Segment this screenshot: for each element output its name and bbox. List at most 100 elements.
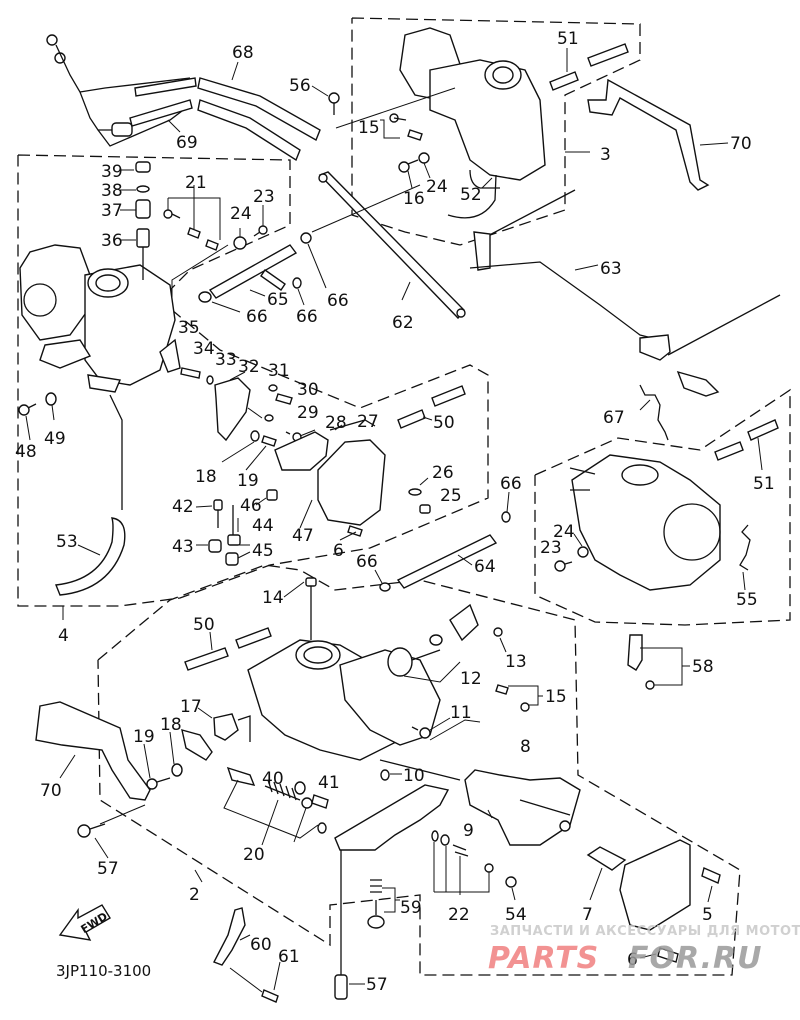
washer-49 xyxy=(45,392,57,406)
callout-69: 69 xyxy=(176,133,198,153)
leader-2 xyxy=(194,869,203,883)
watermark: ЗАПЧАСТИ И АКСЕССУАРЫ ДЛЯ МОТОТЕХНИКИ PA… xyxy=(488,924,800,976)
guide-line-24 xyxy=(171,244,229,300)
callout-27: 27 xyxy=(357,412,379,432)
callout-66: 66 xyxy=(296,307,318,327)
hoses-51-upper xyxy=(549,43,629,91)
callout-52: 52 xyxy=(460,185,482,205)
lever-58 xyxy=(627,634,655,690)
watermark-tagline: ЗАПЧАСТИ И АКСЕССУАРЫ ДЛЯ МОТОТЕХНИКИ xyxy=(490,924,800,939)
screw-11 xyxy=(411,726,431,739)
leader-6a xyxy=(339,531,357,541)
leader-24c xyxy=(573,533,583,547)
guide-line-66 xyxy=(311,184,421,233)
screw-15-upper xyxy=(389,113,423,141)
leader-49 xyxy=(51,404,55,421)
screw-56 xyxy=(328,92,340,115)
clip-66-right xyxy=(501,511,511,523)
bracket-70-upper xyxy=(587,78,710,191)
callout-41: 41 xyxy=(318,773,340,793)
leader-48 xyxy=(25,415,31,441)
screw-23-left xyxy=(253,225,268,237)
callout-labels: 68 69 56 51 70 15 3 24 16 52 39 38 37 36… xyxy=(15,29,775,995)
watermark-brand-right: FOR.RU xyxy=(628,941,763,976)
leader-18b xyxy=(169,731,175,765)
screw-57-bottom xyxy=(334,850,348,1000)
washer-31 xyxy=(268,384,278,392)
screw-6-lower xyxy=(657,947,679,963)
leader-54 xyxy=(511,887,516,901)
screws-18-19-upper xyxy=(250,430,277,447)
callout-14: 14 xyxy=(262,588,284,608)
cover-47 xyxy=(317,439,386,526)
callout-50: 50 xyxy=(433,413,455,433)
leader-56 xyxy=(311,85,329,97)
clips-66 xyxy=(198,232,312,303)
clip-66-mid xyxy=(379,582,391,592)
screw-23-right xyxy=(554,560,573,572)
callout-70: 70 xyxy=(730,134,752,154)
callout-50: 50 xyxy=(193,615,215,635)
washer-24-right xyxy=(577,546,589,558)
leader-16 xyxy=(407,170,413,189)
callout-2: 2 xyxy=(189,885,200,905)
screw-14 xyxy=(305,577,317,640)
callout-11: 11 xyxy=(450,703,472,723)
needle-8 xyxy=(379,759,461,781)
callout-23: 23 xyxy=(253,187,275,207)
bracket-59 xyxy=(382,887,400,913)
callout-15: 15 xyxy=(545,687,567,707)
callout-38: 38 xyxy=(101,181,123,201)
forward-direction-arrow-icon: FWD xyxy=(58,904,111,941)
leader-11 xyxy=(429,717,451,731)
callout-12: 12 xyxy=(460,669,482,689)
leader-50a xyxy=(422,416,433,421)
piston-9 xyxy=(464,769,581,846)
leader-29 xyxy=(247,407,263,419)
plug-25 xyxy=(419,504,431,514)
callout-31: 31 xyxy=(268,361,290,381)
callout-29: 29 xyxy=(297,403,319,423)
callout-3: 3 xyxy=(600,145,611,165)
screw-16 xyxy=(398,159,419,173)
bracket-20 xyxy=(223,779,319,846)
jet-parts-42-46 xyxy=(208,489,278,566)
leader-14 xyxy=(283,581,305,598)
leader-17 xyxy=(197,707,213,719)
callout-54: 54 xyxy=(505,905,527,925)
callout-28: 28 xyxy=(325,413,347,433)
plunger-parts-20 xyxy=(226,766,327,834)
callout-66: 66 xyxy=(500,474,522,494)
ring-33 xyxy=(206,375,214,385)
lever-18-lower xyxy=(171,729,213,777)
callout-6: 6 xyxy=(627,950,638,970)
callout-18: 18 xyxy=(195,467,217,487)
leader-53 xyxy=(77,544,101,556)
screw-61 xyxy=(261,989,279,1003)
leader-9 xyxy=(487,809,493,819)
callout-60: 60 xyxy=(250,935,272,955)
leader-65 xyxy=(249,289,266,297)
leader-70b xyxy=(59,754,76,779)
callout-64: 64 xyxy=(474,557,496,577)
callout-61: 61 xyxy=(278,947,300,967)
leader-18a xyxy=(221,441,255,463)
callout-8: 8 xyxy=(520,737,531,757)
hoses-50-lower xyxy=(184,627,272,671)
callout-43: 43 xyxy=(172,537,194,557)
callout-37: 37 xyxy=(101,201,123,221)
hoses-50-middle xyxy=(397,385,466,429)
assembly-outline-4 xyxy=(17,154,489,607)
lever-17 xyxy=(213,713,251,742)
callout-57: 57 xyxy=(366,975,388,995)
callout-24: 24 xyxy=(426,177,448,197)
callout-20: 20 xyxy=(243,845,265,865)
carburetor-assembly-4-body xyxy=(19,244,176,393)
callout-66: 66 xyxy=(356,552,378,572)
leader-52 xyxy=(481,177,493,189)
callout-9: 9 xyxy=(463,821,474,841)
callout-26: 26 xyxy=(432,463,454,483)
callout-6: 6 xyxy=(333,541,344,561)
leader-57a xyxy=(94,837,109,859)
callout-68: 68 xyxy=(232,43,254,63)
